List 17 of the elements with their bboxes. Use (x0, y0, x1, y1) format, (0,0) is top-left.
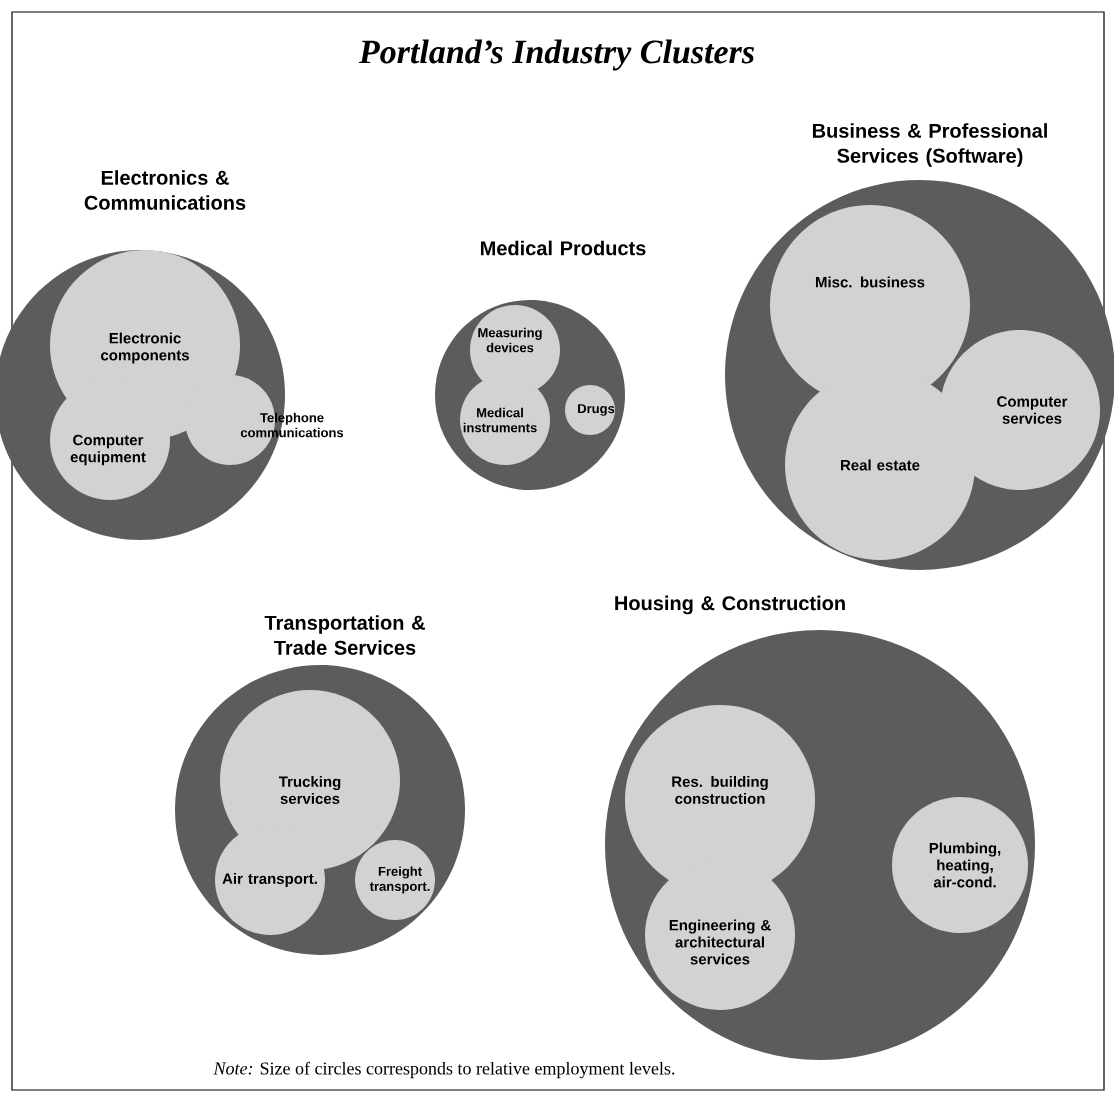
node-label: Measuring devices (478, 327, 542, 353)
node-label: Medical instruments (463, 407, 537, 433)
node-label: Computer services (997, 396, 1068, 424)
node-label: Business & Professional Services (Software) (812, 123, 1047, 167)
node-label: Electronics & Communications (84, 170, 246, 210)
node-label: Engineering & architectural services (669, 919, 771, 965)
node-label: Real estate (840, 459, 920, 471)
node-label: Air transport. (222, 872, 317, 887)
node-label: Transportation & Trade Services (264, 615, 425, 655)
node-label: Housing & Construction (615, 595, 845, 615)
node-label: Medical Products (480, 240, 646, 256)
node-label: Trucking services (278, 775, 341, 804)
node-label: Misc. business (815, 276, 925, 288)
title: Portland’s Industry Clusters (358, 39, 754, 71)
node-label: Res. building construction (672, 775, 768, 804)
node-label: Electronic components (101, 332, 189, 364)
note: Note: Size of circles corresponds to relative employment levels. (213, 1061, 675, 1079)
